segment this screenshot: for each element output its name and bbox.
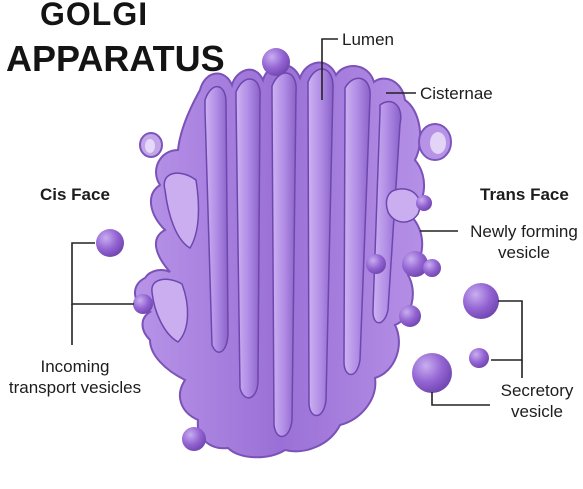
vesicle-mid-1 (366, 254, 386, 274)
trans-fold (386, 189, 420, 222)
vesicle-top-right-open-inner (430, 132, 446, 154)
newly-forming-vesicle-line-2: vesicle (465, 242, 583, 263)
cisterna-3 (272, 73, 296, 436)
vesicle-incoming-2 (133, 294, 153, 314)
vesicle-bottom (182, 427, 206, 451)
incoming-line-2: transport vesicles (0, 377, 150, 398)
vesicle-incoming-1 (96, 229, 124, 257)
cisterna-2 (236, 79, 260, 398)
cisternae-label: Cisternae (420, 83, 493, 104)
cis-face-label: Cis Face (40, 184, 110, 205)
vesicle-top-left-open-inner (145, 139, 155, 153)
trans-face-label: Trans Face (480, 184, 569, 205)
secretory-leader-bottom (432, 392, 490, 405)
vesicle-top (262, 48, 290, 76)
incoming-transport-vesicles-label: Incoming transport vesicles (0, 356, 150, 398)
vesicle-trans-small (416, 195, 432, 211)
incoming-line-1: Incoming (0, 356, 150, 377)
secretory-line-1: Secretory (493, 380, 581, 401)
secretory-line-2: vesicle (493, 401, 581, 422)
vesicle-secretory-1 (463, 283, 499, 319)
vesicle-secretory-3 (412, 353, 452, 393)
newly-forming-vesicle-label: Newly forming vesicle (465, 221, 583, 263)
vesicle-secretory-2 (469, 348, 489, 368)
newly-forming-vesicle-line-1: Newly forming (465, 221, 583, 242)
lumen-label: Lumen (342, 29, 394, 50)
vesicle-mid-3 (423, 259, 441, 277)
secretory-vesicle-label: Secretory vesicle (493, 380, 581, 422)
vesicle-mid-4 (399, 305, 421, 327)
